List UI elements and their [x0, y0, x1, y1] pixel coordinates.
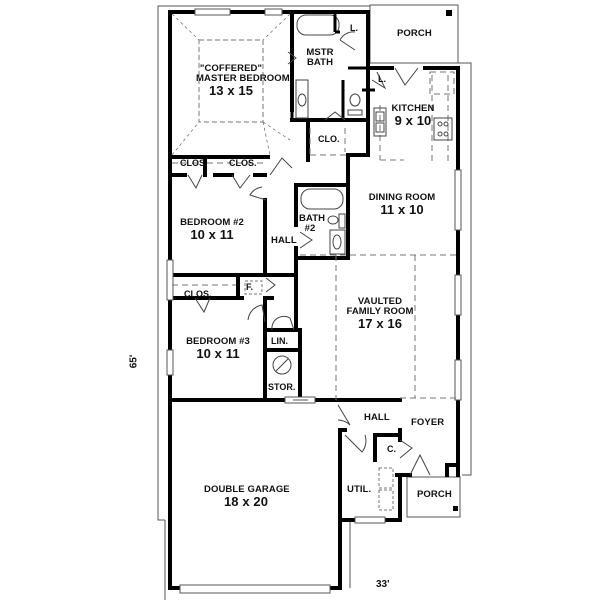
room-name: BEDROOM #2 — [180, 217, 244, 228]
linen-label: LIN. — [271, 336, 288, 346]
utility-label: UTIL. — [347, 484, 372, 495]
master-bath-label: MSTR BATH — [300, 48, 340, 68]
master-closet-label: CLO. — [318, 134, 340, 144]
kitchen-label: KITCHEN 9 x 10 — [391, 104, 435, 128]
room-dimensions: 10 x 11 — [196, 345, 240, 361]
closet-3-label: CLOS. — [184, 289, 212, 299]
storage-label: STOR. — [268, 382, 296, 392]
closet-2-label: CLOS. — [229, 158, 257, 168]
coat-closet-label: C. — [387, 444, 396, 454]
room-name: KITCHEN — [391, 103, 435, 114]
room-dimensions: 9 x 10 — [394, 112, 432, 128]
room-name: VAULTED — [357, 296, 403, 307]
room-dimensions: 10 x 11 — [190, 226, 234, 242]
bedroom-3-label: BEDROOM #3 10 x 11 — [186, 337, 250, 361]
furnace-label: F. — [246, 282, 254, 292]
front-porch-label: PORCH — [417, 489, 452, 500]
room-name: "COFFERED" — [199, 63, 263, 74]
hall-lower-label: HALL — [364, 412, 390, 423]
room-dimensions: 11 x 10 — [380, 201, 424, 217]
bedroom-2-label: BEDROOM #2 10 x 11 — [180, 218, 244, 242]
room-name: MSTR — [306, 47, 334, 58]
room-name: BATH — [306, 56, 334, 68]
garage-label: DOUBLE GARAGE 18 x 20 — [204, 484, 290, 509]
walls — [168, 10, 460, 590]
room-name: DOUBLE GARAGE — [204, 484, 290, 495]
bath-2-label: BATH #2 — [299, 213, 326, 234]
room-name: #2 — [304, 222, 316, 234]
pantry-label: L. — [378, 74, 386, 84]
foyer-label: FOYER — [411, 417, 445, 428]
rear-porch-label: PORCH — [397, 28, 432, 39]
master-linen-label: L. — [350, 23, 358, 33]
room-dimensions: 18 x 20 — [223, 493, 269, 509]
overall-depth-label: 65' — [128, 354, 140, 369]
room-name: BATH — [299, 213, 326, 224]
dining-room-label: DINING ROOM 11 x 10 — [367, 193, 437, 217]
master-bedroom-label: "COFFERED" MASTER BEDROOM 13 x 15 — [196, 63, 290, 98]
family-room-label: VAULTED FAMILY ROOM 17 x 16 — [345, 297, 415, 331]
closet-1-label: CLOS. — [180, 158, 208, 168]
room-name: MASTER BEDROOM — [196, 72, 290, 84]
room-name: DINING ROOM — [368, 192, 436, 203]
overall-width-label: 33' — [376, 579, 390, 590]
room-dimensions: 13 x 15 — [208, 82, 254, 98]
coffered-ceiling — [198, 39, 264, 123]
room-name: FAMILY ROOM — [346, 305, 414, 317]
room-name: BEDROOM #3 — [186, 336, 250, 347]
room-dimensions: 17 x 16 — [357, 315, 403, 331]
hall-upper-label: HALL — [271, 235, 297, 246]
